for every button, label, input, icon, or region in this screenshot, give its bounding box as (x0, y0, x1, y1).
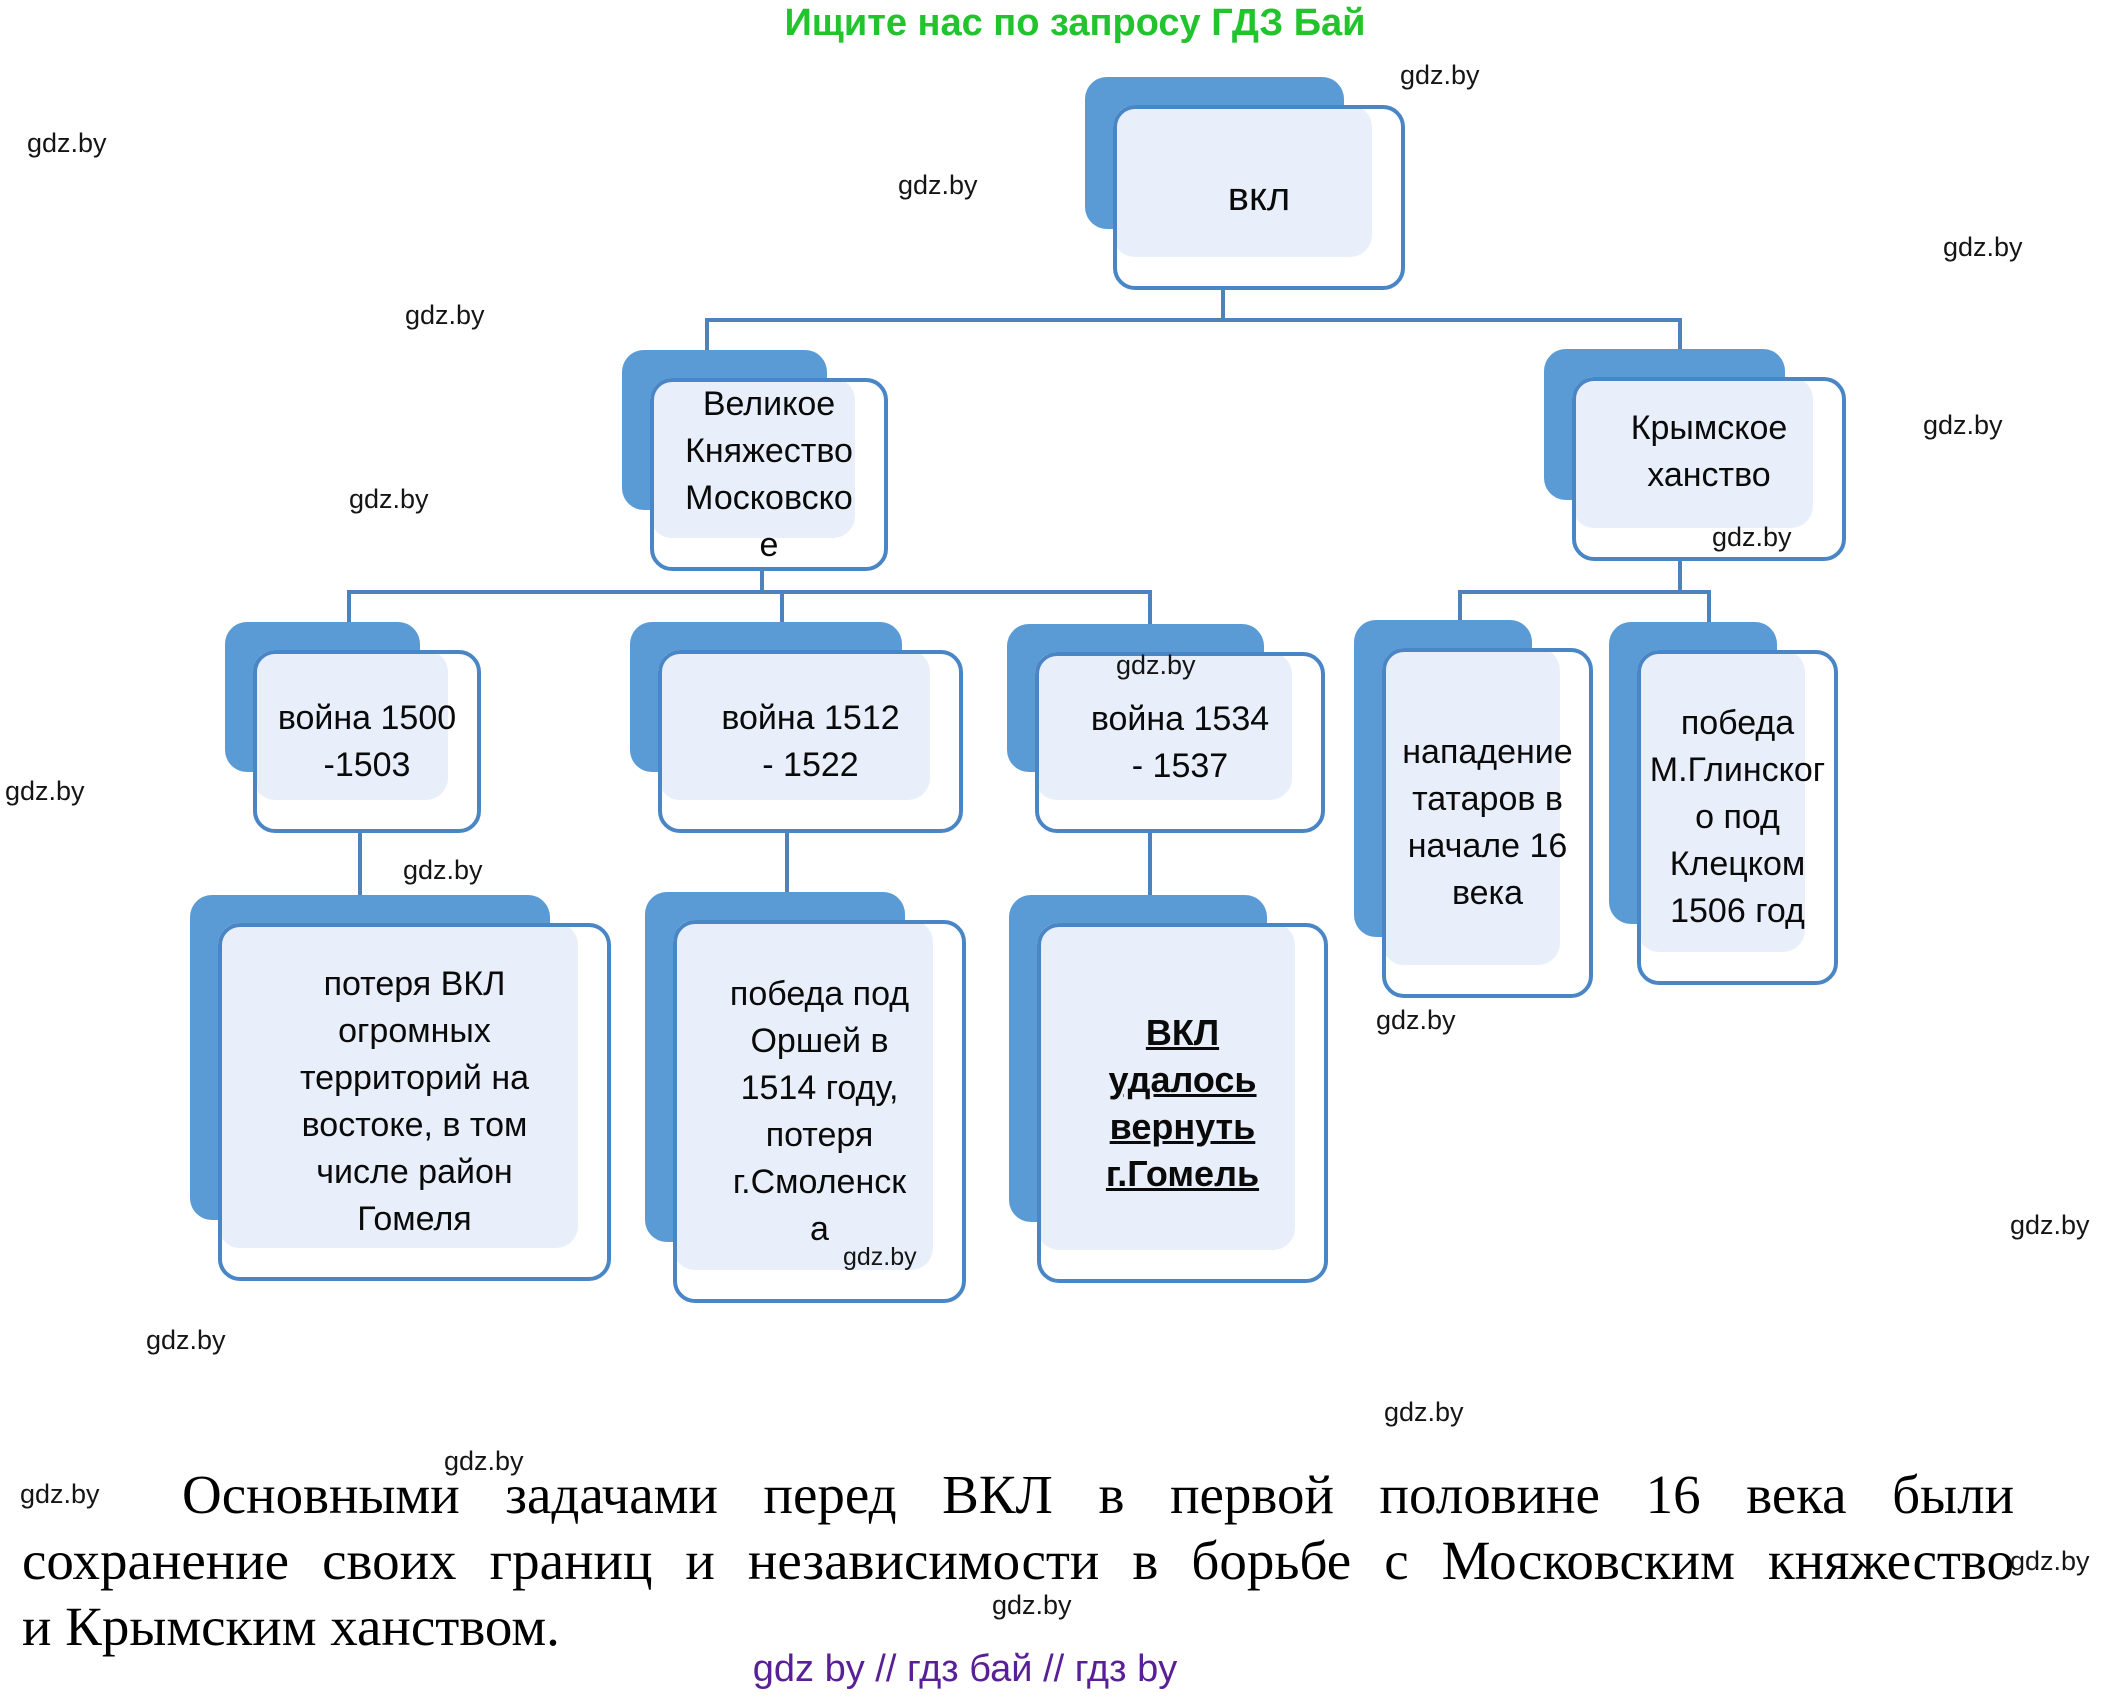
watermark: gdz.by (1384, 1397, 1464, 1427)
watermark: gdz.by (1943, 232, 2023, 262)
watermark: gdz.by (5, 776, 85, 806)
watermark: gdz.by (992, 1590, 1072, 1620)
connector-bracket-krym (1458, 590, 1711, 594)
connector-root-stem (1221, 290, 1225, 318)
connector-drop-pobeda (1707, 590, 1711, 624)
node-fill (1382, 648, 1560, 965)
node-fill (1035, 652, 1292, 800)
node-frame (1037, 923, 1328, 1283)
node-frame (1382, 648, 1593, 998)
connector-bracket-level2 (705, 318, 1682, 322)
watermark: gdz.by (2010, 1210, 2090, 1240)
page-title: Ищите нас по запросу ГДЗ Бай (784, 2, 1366, 44)
connector-drop-krymskoe (1678, 318, 1682, 351)
node-label: вкл (1227, 175, 1291, 219)
connector-drop-war2 (780, 590, 784, 624)
connector-bracket-wars (347, 590, 1152, 594)
node-label: Крымское ханство (1630, 409, 1788, 494)
paragraph-line-2: сохранение своих границ и независимости … (22, 1530, 2014, 1591)
node-frame (218, 923, 611, 1281)
connector-war1-detail1 (358, 833, 362, 895)
watermark: gdz.by (898, 170, 978, 200)
node-label: война 1512 - 1522 (721, 698, 900, 784)
watermark: gdz.by (444, 1446, 524, 1476)
watermark: gdz.by (1923, 410, 2003, 440)
watermark: gdz.by (403, 855, 483, 885)
connector-velikoe-stem (760, 568, 764, 592)
node-label: ВКЛ удалось вернуть г.Гомель (1105, 1012, 1260, 1194)
paragraph-line-3: и Крымским ханством. (22, 1596, 560, 1657)
node-fill (673, 920, 933, 1270)
watermark: gdz.by (349, 484, 429, 514)
watermark: gdz.by (2010, 1546, 2090, 1576)
connector-war2-detail2 (785, 833, 789, 893)
node-label: война 1500 -1503 (277, 698, 457, 784)
node-frame (650, 378, 888, 571)
node-frame (673, 920, 966, 1303)
node-frame (1035, 652, 1325, 833)
connector-drop-napadenie (1458, 590, 1462, 622)
node-label: победа М.Глинског о под Клецком 1506 год (1649, 704, 1826, 930)
node-frame (253, 650, 481, 833)
watermark: gdz.by (843, 1243, 917, 1271)
connector-drop-velikoe (705, 318, 709, 352)
node-fill (1037, 923, 1295, 1250)
connector-drop-war1 (347, 590, 351, 624)
node-label: война 1534 - 1537 (1090, 699, 1270, 785)
watermark: gdz.by (1116, 650, 1196, 680)
node-fill (650, 378, 855, 538)
node-fill (658, 650, 930, 800)
node-label: нападение татаров в начале 16 века (1402, 733, 1573, 912)
node-fill (1113, 105, 1372, 257)
watermark: gdz.by (146, 1325, 226, 1355)
paragraph-line-1: Основными задачами перед ВКЛ в первой по… (182, 1464, 2014, 1525)
node-label: потеря ВКЛ огромных территорий на восток… (299, 965, 530, 1238)
node-label: победа под Оршей в 1514 году, потеря г.С… (729, 974, 910, 1248)
node-frame (1637, 650, 1838, 985)
watermark: gdz.by (1400, 60, 1480, 90)
node-fill (1572, 377, 1813, 528)
connector-war3-detail3 (1148, 833, 1152, 895)
node-label: Великое Княжество Московско е (685, 384, 853, 564)
node-frame (1113, 105, 1405, 290)
connector-krymskoe-stem (1678, 561, 1682, 592)
watermark: gdz.by (20, 1479, 100, 1509)
footer-branding: gdz by // гдз бай // гдз by (752, 1648, 1178, 1690)
watermark: gdz.by (27, 128, 107, 158)
watermark: gdz.by (1712, 522, 1792, 552)
connector-drop-war3 (1148, 590, 1152, 626)
node-fill (253, 650, 448, 800)
summary-paragraph: Основными задачами перед ВКЛ в первой по… (22, 1462, 2014, 1660)
watermark: gdz.by (405, 300, 485, 330)
node-fill (218, 923, 578, 1248)
node-frame (658, 650, 963, 833)
watermark: gdz.by (1376, 1005, 1456, 1035)
node-fill (1637, 650, 1805, 952)
node-frame (1572, 377, 1846, 561)
